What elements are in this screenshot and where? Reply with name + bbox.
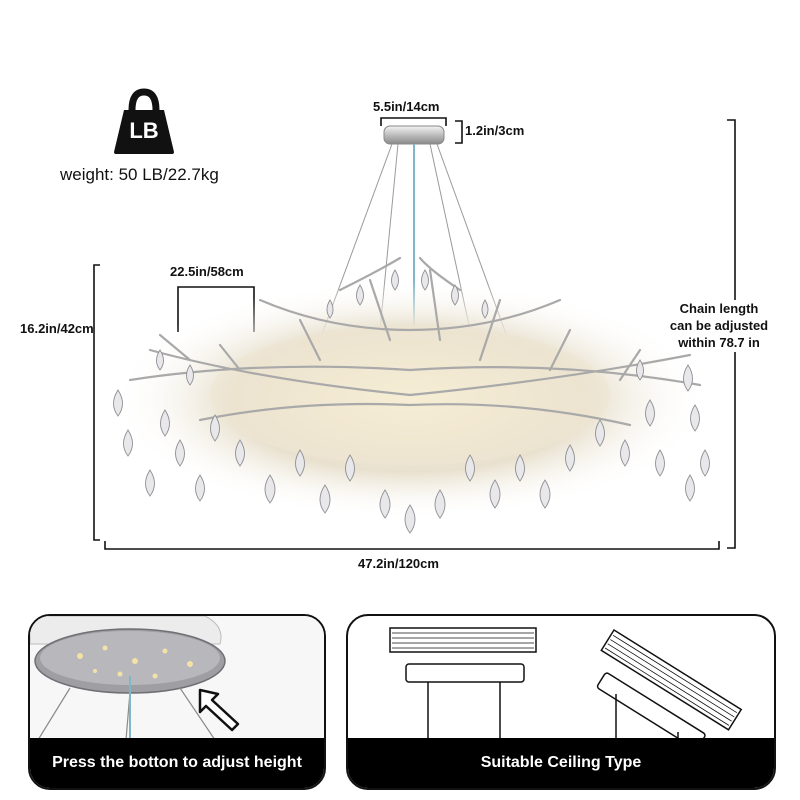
canopy-height-label: 1.2in/3cm (465, 123, 525, 138)
canopy (383, 125, 445, 145)
chain-note-line-2: can be adjusted (669, 318, 769, 333)
canopy-closeup-illustration (30, 616, 324, 740)
adjust-height-caption: Press the botton to adjust height (30, 738, 324, 788)
overall-width-label: 47.2in/120cm (358, 556, 439, 571)
chain-note-line-3: within 78.7 in (678, 335, 760, 350)
chain-length-note: Chain length can be adjusted within 78.7… (664, 300, 774, 351)
overall-width-bracket (104, 541, 720, 550)
cluster-width-label: 22.5in/58cm (170, 264, 244, 279)
canopy-height-bracket (455, 120, 463, 144)
ceiling-type-illustration (389, 627, 743, 740)
chain-note-line-1: Chain length (679, 301, 759, 316)
canopy-width-bracket (380, 117, 447, 126)
height-label: 16.2in/42cm (20, 321, 94, 336)
height-bracket (93, 264, 100, 541)
chain-length-bracket (727, 119, 736, 549)
weight-badge-label: LB (129, 118, 159, 143)
canopy-width-label: 5.5in/14cm (373, 99, 440, 114)
ceiling-type-panel: Suitable Ceiling Type (346, 614, 776, 790)
arrow-pointer-icon (198, 688, 240, 732)
weight-icon: LB (112, 88, 176, 156)
ceiling-type-caption: Suitable Ceiling Type (348, 738, 774, 788)
weight-text: weight: 50 LB/22.7kg (60, 165, 219, 184)
chandelier-illustration (93, 117, 736, 550)
adjust-height-panel: Press the botton to adjust height (28, 614, 326, 790)
